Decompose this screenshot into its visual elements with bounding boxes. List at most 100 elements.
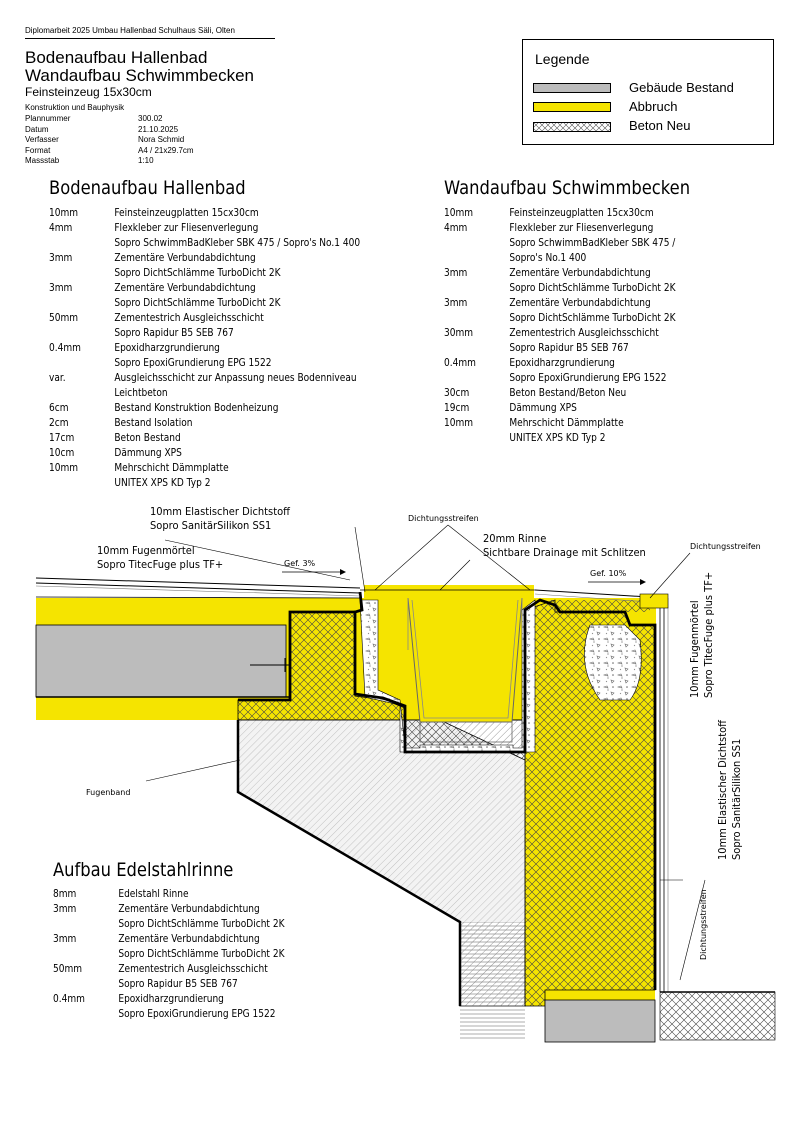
- layer-material: Flexkleber zur Fliesenverlegung: [509, 222, 654, 234]
- bestand-slab: [35, 624, 287, 698]
- page-subtitle: Feinsteinzeug 15x30cm: [25, 85, 152, 99]
- page-title-line1: Bodenaufbau Hallenbad: [25, 48, 208, 67]
- project-name: Diplomarbeit 2025 Umbau Hallenbad Schulh…: [25, 26, 235, 35]
- page-title-line2: Wandaufbau Schwimmbecken: [25, 66, 254, 85]
- layer-material: Edelstahl Rinne: [118, 888, 189, 900]
- layer-material: Sopro DichtSchlämme TurboDicht 2K: [509, 312, 676, 324]
- layer-thickness: 17cm: [49, 432, 75, 444]
- layer-row: Sopro Rapidur B5 SEB 767: [53, 977, 285, 992]
- layer-row: Sopro Rapidur B5 SEB 767: [49, 326, 360, 341]
- meta-row: Datum 21.10.2025: [25, 125, 194, 136]
- meta-key: Plannummer: [25, 114, 71, 123]
- layer-material: Leichtbeton: [114, 387, 168, 399]
- layer-thickness: 2cm: [49, 417, 69, 429]
- leader-lines: [145, 524, 706, 981]
- layer-material: Zementestrich Ausgleichsschicht: [509, 327, 659, 339]
- layer-row: 30cm Beton Bestand/Beton Neu: [444, 386, 676, 401]
- layer-row: UNITEX XPS KD Typ 2: [49, 476, 360, 491]
- layer-material: Sopro EpoxiGrundierung EPG 1522: [509, 372, 667, 384]
- layer-thickness: 10mm: [49, 207, 79, 219]
- legend-title: Legende: [535, 51, 590, 67]
- rinne-heading: Aufbau Edelstahlrinne: [53, 859, 234, 881]
- layer-thickness: 3mm: [49, 282, 73, 294]
- legend-label-beton-neu: Beton Neu: [629, 118, 691, 133]
- layer-thickness: 10mm: [444, 417, 474, 429]
- layer-row: Sopro DichtSchlämme TurboDicht 2K: [49, 266, 360, 281]
- layer-row: Sopro DichtSchlämme TurboDicht 2K: [49, 296, 360, 311]
- gutter-screed: [359, 599, 642, 753]
- legend-box: Legende Gebäude Bestand Abbruch Beton Ne…: [522, 39, 774, 145]
- layer-row: Sopro DichtSchlämme TurboDicht 2K: [53, 947, 284, 962]
- note-dichtstoff-1: 10mm Elastischer Dichtstoff: [150, 505, 290, 518]
- layer-thickness: 0.4mm: [49, 342, 81, 354]
- layer-row: Sopro SchwimmBadKleber SBK 475 / Sopro's…: [49, 236, 360, 251]
- layer-material: Sopro Rapidur B5 SEB 767: [509, 342, 629, 354]
- meta-value: 21.10.2025: [138, 124, 179, 134]
- layer-row: Sopro EpoxiGrundierung EPG 1522: [444, 371, 676, 386]
- meta-value: 1:10: [138, 156, 154, 165]
- layer-material: Sopro SchwimmBadKleber SBK 475 /: [509, 237, 676, 249]
- note-slope-left: Gef. 3%: [284, 559, 316, 568]
- note-rinne-2: Sichtbare Drainage mit Schlitzen: [483, 546, 646, 559]
- layer-material: Zementestrich Ausgleichsschicht: [118, 963, 268, 975]
- edelstahl-rinne: [407, 597, 523, 743]
- layer-material: Sopro DichtSchlämme TurboDicht 2K: [114, 297, 281, 309]
- layer-material: Zementäre Verbundabdichtung: [118, 903, 260, 915]
- layer-thickness: 3mm: [53, 903, 77, 915]
- meta-row: Massstab 1:10: [25, 156, 194, 167]
- layer-row: UNITEX XPS KD Typ 2: [444, 431, 676, 446]
- layer-material: UNITEX XPS KD Typ 2: [509, 432, 606, 444]
- meta-key: Massstab: [25, 156, 60, 165]
- vnote-fugenmoertel-1: 10mm Fugenmörtel: [688, 600, 701, 698]
- layer-thickness: [53, 917, 118, 932]
- legend-label-abbruch: Abbruch: [629, 99, 678, 114]
- note-slope-right: Gef. 10%: [590, 569, 627, 578]
- layer-material: Dämmung XPS: [114, 447, 182, 459]
- plan-category: Konstruktion und Bauphysik: [25, 103, 125, 112]
- layer-thickness: 50mm: [53, 963, 83, 975]
- layer-material: Sopro EpoxiGrundierung EPG 1522: [114, 357, 272, 369]
- layer-material: Flexkleber zur Fliesenverlegung: [114, 222, 259, 234]
- wand-heading: Wandaufbau Schwimmbecken: [444, 177, 691, 199]
- vnote-dichtungsstreifen: Dichtungsstreifen: [699, 889, 708, 960]
- layer-row: 50mm Zementestrich Ausgleichsschicht: [53, 962, 285, 977]
- layer-material: Mehrschicht Dämmplatte: [114, 462, 229, 474]
- layer-thickness: 4mm: [49, 222, 73, 234]
- note-fugenmoertel-1: 10mm Fugenmörtel: [97, 544, 195, 557]
- layer-material: Beton Bestand/Beton Neu: [509, 387, 627, 399]
- layer-row: Sopro DichtSchlämme TurboDicht 2K: [444, 281, 675, 296]
- layer-thickness: 10cm: [49, 447, 75, 459]
- layer-thickness: 30cm: [444, 387, 470, 399]
- note-rinne-1: 20mm Rinne: [483, 532, 547, 545]
- layer-material: Sopro DichtSchlämme TurboDicht 2K: [114, 267, 281, 279]
- legend-swatch-bestand: [533, 83, 611, 93]
- layer-material: Sopro Rapidur B5 SEB 767: [114, 327, 234, 339]
- boden-heading: Bodenaufbau Hallenbad: [49, 177, 246, 199]
- layer-material: Dämmung XPS: [509, 402, 577, 414]
- layer-thickness: 0.4mm: [53, 993, 85, 1005]
- layer-row: Leichtbeton: [49, 386, 360, 401]
- meta-key: Datum: [25, 124, 49, 134]
- layer-material: Bestand Konstruktion Bodenheizung: [114, 402, 279, 414]
- layer-row: Sopro DichtSchlämme TurboDicht 2K: [444, 311, 676, 326]
- vnote-dichtstoff-1: 10mm Elastischer Dichtstoff: [716, 720, 729, 860]
- layer-material: Epoxidharzgrundierung: [509, 357, 615, 369]
- floor-tiles: [35, 577, 666, 603]
- wall-tiles: [639, 593, 669, 992]
